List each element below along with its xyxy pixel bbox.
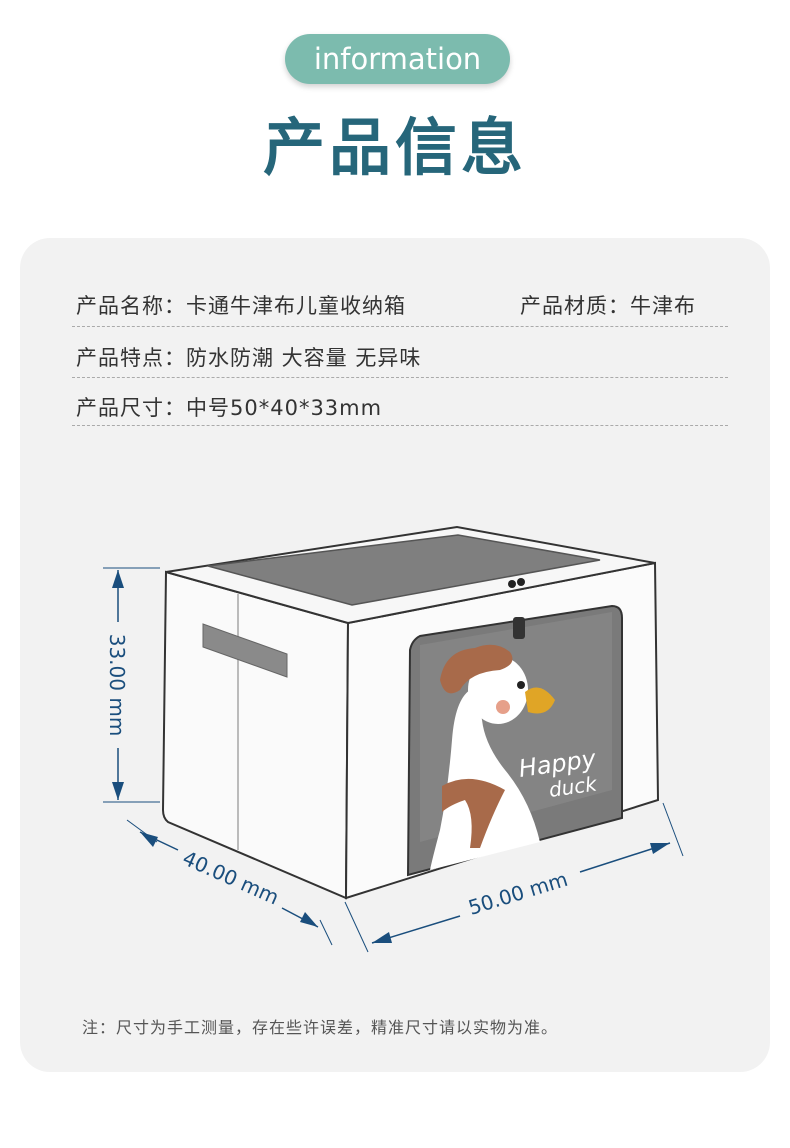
top-zipper-icon	[508, 580, 516, 588]
duck-beak	[525, 687, 555, 714]
width-arrow-left-icon	[372, 932, 392, 943]
top-zipper-icon-2	[517, 578, 525, 586]
width-ext-right	[662, 802, 684, 857]
side-handle	[202, 623, 288, 678]
product-features-text: 产品特点：防水防潮 大容量 无异味	[76, 346, 422, 370]
measurement-note: 注：尺寸为手工测量，存在些许误差，精准尺寸请以实物为准。	[82, 1018, 559, 1037]
depth-arrow-left-icon	[140, 832, 158, 847]
duck-body	[430, 690, 540, 870]
product-name-text: 产品名称：卡通牛津布儿童收纳箱	[76, 294, 406, 318]
box-left-face	[161, 570, 350, 900]
info-row-size: 产品尺寸：中号50*40*33mm	[72, 392, 728, 426]
depth-arrow-right-icon	[300, 912, 318, 927]
width-ext-left	[344, 901, 369, 953]
height-arrow-down-icon	[112, 782, 124, 800]
duck-head	[468, 656, 528, 724]
width-arrow-right-icon	[650, 843, 670, 854]
height-arrow-up-icon	[112, 570, 124, 588]
duck-hat	[440, 644, 513, 694]
information-badge: information	[285, 34, 510, 84]
top-window	[207, 534, 601, 606]
product-material-text: 产品材质：牛津布	[520, 294, 696, 318]
product-size-text: 产品尺寸：中号50*40*33mm	[76, 396, 383, 420]
info-row-name: 产品名称：卡通牛津布儿童收纳箱 产品材质：牛津布	[72, 290, 728, 327]
depth-ext-right	[319, 919, 333, 946]
duck-cheek	[496, 700, 510, 714]
height-label: 33.00 mm	[105, 634, 129, 737]
front-zipper-icon	[513, 617, 525, 639]
duck-scarf	[442, 778, 505, 848]
duck-eye	[517, 681, 525, 689]
page-title: 产品信息	[262, 111, 527, 184]
width-label: 50.00 mm	[465, 867, 570, 920]
info-row-features: 产品特点：防水防潮 大容量 无异味	[72, 342, 728, 378]
